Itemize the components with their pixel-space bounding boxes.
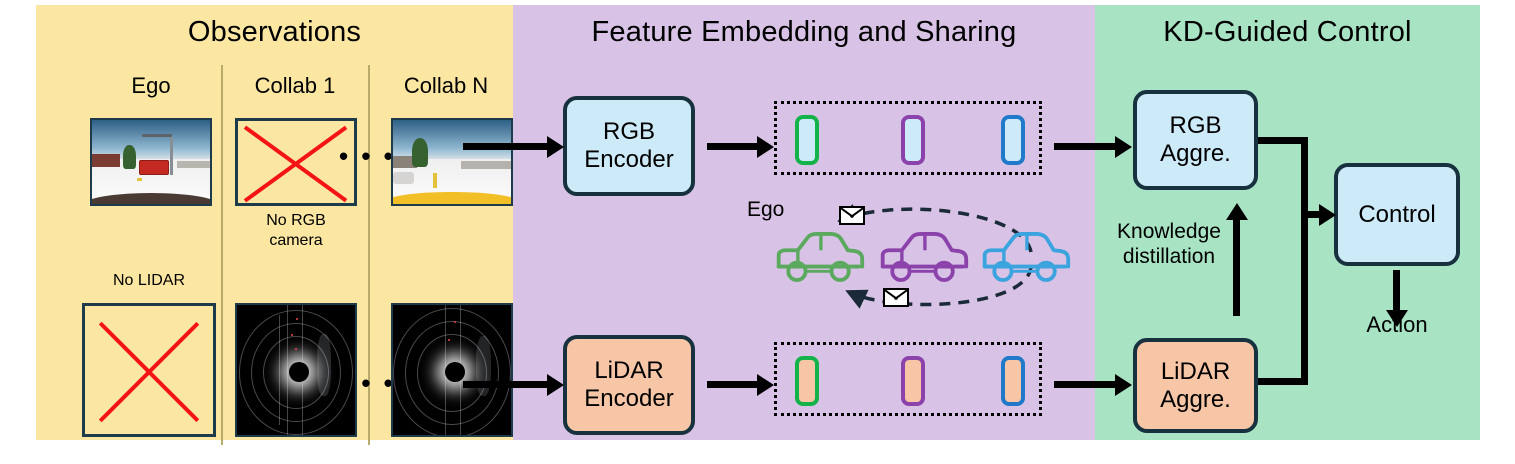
arrow-collab-to-ego-bottom xyxy=(845,265,1033,309)
ego-lidar-missing xyxy=(82,303,216,437)
column-label-ego: Ego xyxy=(131,73,171,98)
action-label: Action xyxy=(1366,312,1428,337)
rgb-token-ego xyxy=(795,115,819,165)
ego-car-icon xyxy=(776,232,865,282)
lidar-token-collab-n xyxy=(1001,356,1025,406)
feature-sharing-scene: Ego xyxy=(745,196,1075,316)
highlight-point xyxy=(294,347,297,350)
knowledge-distillation-label: Knowledge distillation xyxy=(1117,220,1221,268)
highlight-point xyxy=(291,333,294,336)
buildings-right xyxy=(176,161,210,168)
kd-control-section-title: KD-Guided Control xyxy=(1163,16,1412,48)
ego-car-label: Ego xyxy=(747,198,785,221)
collab1-lidar-thumbnail xyxy=(235,303,357,437)
street-lamp-pole xyxy=(169,136,173,176)
rgb-token-collab-n xyxy=(1001,115,1025,165)
arrow-tokens-to-rgb-aggregator xyxy=(1054,143,1117,150)
vehicle-hood xyxy=(92,193,210,204)
control-box[interactable]: Control xyxy=(1334,163,1460,266)
rgb-token-collab-1 xyxy=(901,115,925,165)
collabn-rgb-thumbnail xyxy=(391,118,513,206)
sky-region xyxy=(393,120,511,161)
scan-ring xyxy=(239,310,353,435)
tree-left xyxy=(411,138,429,168)
building-left xyxy=(393,156,417,168)
envelope-icon xyxy=(839,206,865,225)
red-truck xyxy=(139,160,169,175)
arrow-lidar-encoder-to-tokens xyxy=(707,381,759,388)
lidar-aggregator-output-bus xyxy=(1258,378,1308,385)
arrow-control-to-action xyxy=(1393,270,1400,312)
column-label-collab-n: Collab N xyxy=(403,73,489,98)
arrow-knowledge-distillation xyxy=(1233,218,1240,316)
observations-panel: Observations Ego Collab 1 Collab N No RG… xyxy=(36,5,513,445)
highlight-point xyxy=(454,320,457,323)
parked-car-left xyxy=(393,172,415,184)
arrow-rgb-encoder-to-tokens xyxy=(707,143,759,150)
arrow-observations-to-lidar-encoder xyxy=(463,381,549,388)
column-divider-2 xyxy=(368,65,370,445)
no-rgb-camera-note: No RGB camera xyxy=(266,212,326,249)
sensor-origin xyxy=(444,362,465,383)
center-line xyxy=(433,172,437,189)
building-left xyxy=(92,153,121,168)
observations-section-title: Observations xyxy=(187,16,362,48)
ego-rgb-thumbnail xyxy=(90,118,212,206)
aggregator-merge-bus xyxy=(1301,137,1308,385)
vehicle-hood xyxy=(393,192,511,204)
rgb-aggregator-output-bus xyxy=(1258,137,1308,144)
rgb-aggregator-box[interactable]: RGB Aggre. xyxy=(1133,90,1258,190)
rgb-row-ellipsis: • • • xyxy=(339,141,396,171)
feature-embedding-section-title: Feature Embedding and Sharing xyxy=(591,16,1017,48)
point-cluster xyxy=(317,333,332,396)
column-divider-1 xyxy=(221,65,223,445)
arrow-bus-to-control xyxy=(1301,211,1321,218)
no-lidar-note: No LIDAR xyxy=(112,272,186,289)
rgb-encoder-box[interactable]: RGB Encoder xyxy=(563,96,695,196)
street-lamp-arm xyxy=(141,134,173,138)
lidar-token-collab-1 xyxy=(901,356,925,406)
lidar-feature-token-group xyxy=(774,342,1042,416)
buildings-right xyxy=(461,161,511,169)
lidar-aggregator-box[interactable]: LiDAR Aggre. xyxy=(1133,338,1258,433)
tree-left xyxy=(122,145,136,169)
envelope-icon xyxy=(883,288,909,307)
column-label-collab-1: Collab 1 xyxy=(254,73,336,98)
arrow-observations-to-rgb-encoder xyxy=(463,143,549,150)
lidar-token-ego xyxy=(795,356,819,406)
scan-ring xyxy=(393,307,511,435)
lidar-row-ellipsis: • • • xyxy=(339,368,396,398)
collab1-rgb-missing xyxy=(235,118,357,206)
collab-car-1-icon xyxy=(880,232,969,282)
collabn-lidar-thumbnail xyxy=(391,303,513,437)
rgb-feature-token-group xyxy=(774,101,1042,175)
arrow-tokens-to-lidar-aggregator xyxy=(1054,381,1117,388)
highlight-point xyxy=(296,318,298,320)
highlight-point xyxy=(448,338,451,341)
road-marking xyxy=(136,177,142,182)
lidar-encoder-box[interactable]: LiDAR Encoder xyxy=(563,335,695,435)
sensor-origin xyxy=(288,362,309,383)
collab-car-n-icon xyxy=(982,232,1071,282)
